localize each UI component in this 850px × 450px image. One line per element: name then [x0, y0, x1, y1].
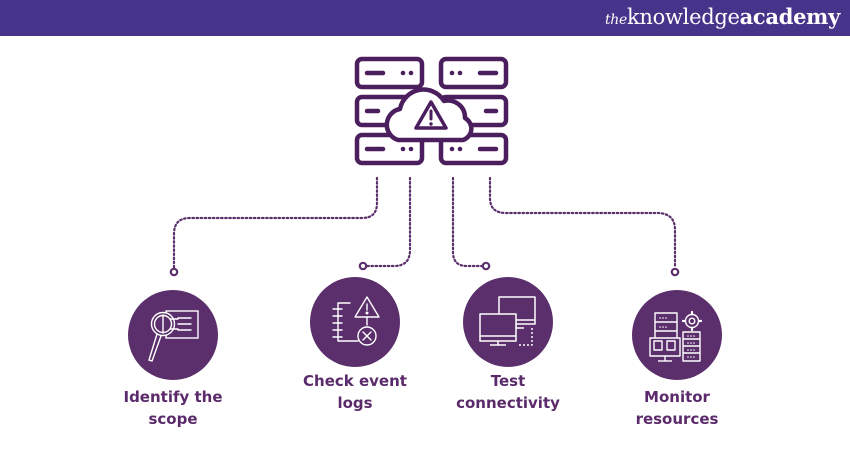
logo-part2: academy [739, 4, 841, 29]
header-bar: theknowledgeacademy [0, 0, 850, 36]
step-label-line1: Check event [303, 372, 407, 390]
step-label-line2: resources [635, 410, 719, 428]
connector-lines [172, 176, 677, 270]
monitors-connection-icon [479, 296, 536, 346]
log-warning-icon [332, 296, 380, 346]
step-circle-logs [310, 277, 400, 367]
step-label-line1: Identify the [123, 388, 223, 406]
logo-prefix: the [604, 12, 627, 28]
connector-identify [172, 176, 379, 270]
step-label-line1: Monitor [644, 388, 710, 406]
cloud-warning-icon [384, 87, 474, 143]
connector-connectivity [451, 176, 485, 268]
step-label-connectivity: Test connectivity [438, 370, 578, 414]
connector-logs [364, 176, 412, 268]
step-label-logs: Check event logs [285, 370, 425, 414]
logo-part1: knowledge [626, 5, 740, 29]
step-label-monitor: Monitor resources [607, 386, 747, 430]
step-label-identify: Identify the scope [103, 386, 243, 430]
step-circle-identify [128, 290, 218, 380]
connector-monitor [488, 176, 677, 270]
step-label-line2: logs [337, 394, 373, 412]
magnifier-document-icon [148, 310, 199, 362]
brand-logo: theknowledgeacademy [605, 4, 840, 29]
server-leds-small [659, 317, 695, 358]
server-leds [400, 70, 463, 152]
step-label-line2: scope [148, 410, 198, 428]
step-label-line2: connectivity [456, 394, 560, 412]
connector-endpoints [169, 261, 680, 277]
server-gear-icon [649, 310, 703, 362]
step-label-line1: Test [490, 372, 526, 390]
